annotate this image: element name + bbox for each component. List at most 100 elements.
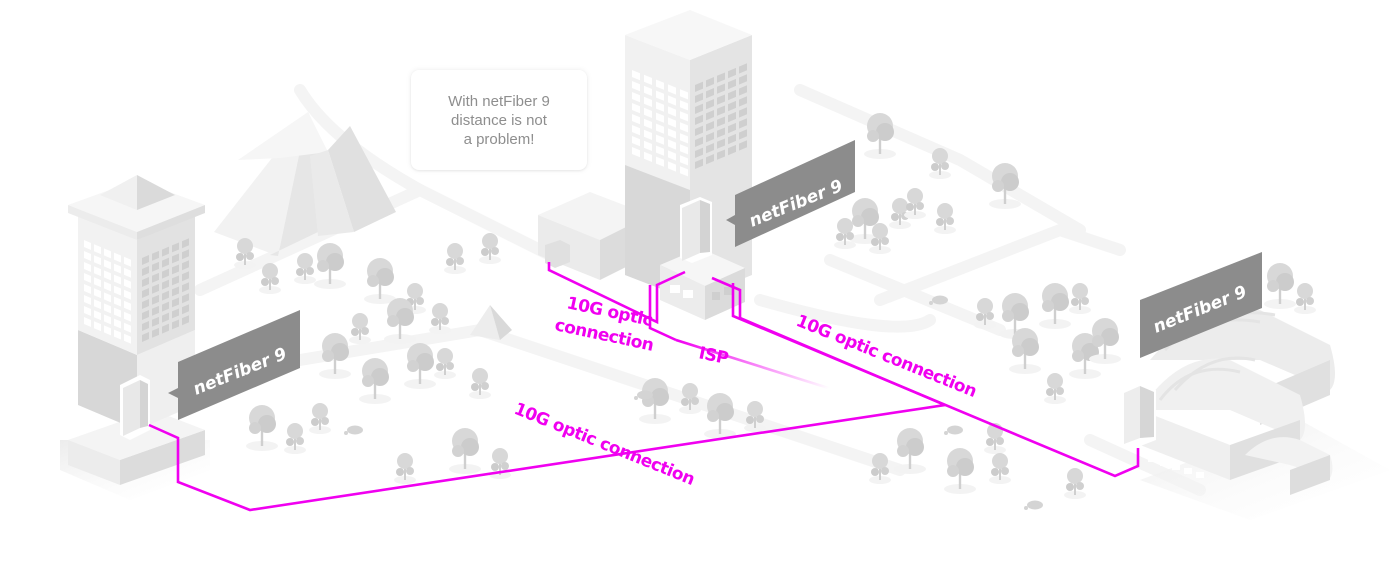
window <box>104 248 111 259</box>
tree-icon <box>434 348 456 379</box>
window <box>124 311 131 322</box>
tree-icon <box>1044 373 1066 404</box>
window <box>182 271 189 282</box>
window <box>728 122 736 134</box>
window <box>124 289 131 300</box>
window <box>668 139 676 150</box>
window <box>668 106 676 117</box>
window <box>142 299 149 309</box>
window <box>162 246 169 257</box>
tree-icon <box>974 298 996 329</box>
window <box>142 255 149 265</box>
window <box>656 90 664 101</box>
tree-icon <box>1264 263 1296 309</box>
window <box>680 89 688 100</box>
tree-icon <box>284 423 306 454</box>
window <box>695 147 703 158</box>
window <box>706 88 714 99</box>
window <box>717 105 725 116</box>
window <box>739 74 747 85</box>
window <box>644 129 652 140</box>
window <box>728 78 736 90</box>
window <box>172 286 179 297</box>
tree-icon <box>364 258 396 304</box>
window <box>114 274 121 285</box>
window <box>656 79 664 90</box>
window <box>94 321 101 332</box>
tree-icon <box>1294 283 1316 314</box>
window <box>717 138 725 149</box>
tree-icon <box>944 448 976 494</box>
window <box>706 132 714 143</box>
window <box>142 332 149 342</box>
window <box>644 85 652 96</box>
tree-icon <box>1039 283 1071 329</box>
window <box>680 166 688 177</box>
tree-icon <box>989 453 1011 484</box>
window <box>152 327 159 338</box>
window <box>94 266 101 277</box>
window <box>152 305 159 316</box>
tree-icon <box>1064 468 1086 499</box>
window <box>84 295 91 305</box>
window <box>739 107 747 118</box>
window <box>644 107 652 118</box>
window <box>84 240 91 250</box>
window <box>739 96 747 107</box>
tree-icon <box>294 253 316 284</box>
window <box>739 118 747 129</box>
window <box>124 278 131 289</box>
window <box>84 306 91 316</box>
window <box>656 156 664 167</box>
connection-lines <box>148 262 1140 512</box>
window <box>114 318 121 329</box>
mountain <box>214 112 396 256</box>
window <box>706 110 714 121</box>
window <box>739 85 747 96</box>
window <box>668 150 676 161</box>
window <box>706 154 714 165</box>
window <box>695 81 703 92</box>
connection-label-isp: ISP <box>697 343 730 369</box>
window <box>104 270 111 281</box>
window <box>728 67 736 79</box>
window <box>695 92 703 103</box>
window <box>142 321 149 331</box>
window <box>104 259 111 270</box>
window <box>706 143 714 154</box>
tree-icon <box>384 298 416 344</box>
window <box>668 95 676 106</box>
window <box>124 322 131 333</box>
callout-line-2: distance is not <box>451 111 547 129</box>
tree-icon <box>1009 328 1041 374</box>
tree-icon <box>479 233 501 264</box>
tree-icon <box>989 163 1021 209</box>
window <box>668 161 676 172</box>
window <box>644 151 652 162</box>
window <box>152 294 159 305</box>
window <box>182 282 189 293</box>
window <box>172 275 179 286</box>
window <box>632 114 640 125</box>
window <box>717 72 725 83</box>
window <box>114 329 121 340</box>
window <box>739 63 747 74</box>
tree-icon <box>704 393 736 439</box>
tree-icon <box>934 203 956 234</box>
connection-label-left-to-isp: 10G optic connection <box>511 399 697 490</box>
window <box>94 299 101 310</box>
window <box>114 285 121 296</box>
window <box>632 125 640 136</box>
window <box>94 288 101 299</box>
window <box>717 116 725 127</box>
tree-icon <box>429 303 451 334</box>
window <box>94 244 101 255</box>
window <box>728 89 736 101</box>
tree-icon <box>309 403 331 434</box>
window <box>84 284 91 294</box>
window <box>172 264 179 275</box>
window <box>124 267 131 278</box>
window <box>668 128 676 139</box>
tree-icon <box>319 333 351 379</box>
